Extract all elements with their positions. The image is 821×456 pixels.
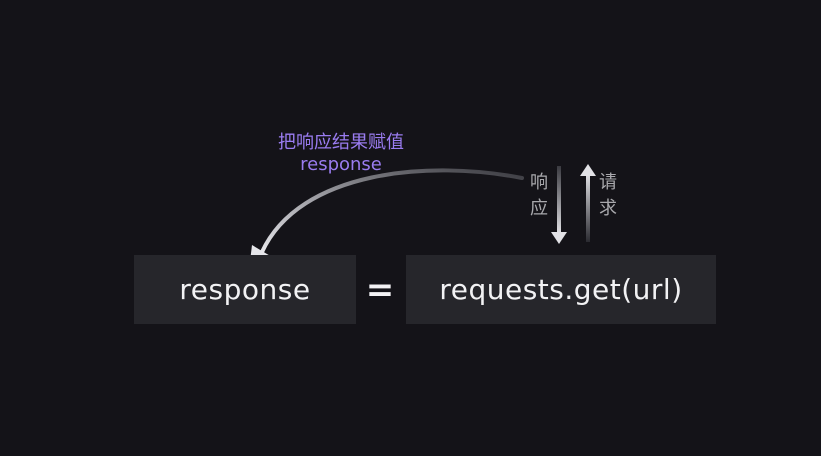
response-arrowhead-icon [551, 232, 567, 244]
assign-caption-en: response [300, 154, 382, 175]
response-label: 响 应 [528, 170, 550, 222]
request-arrow-shaft [586, 174, 590, 242]
response-label-char: 响 [530, 172, 548, 193]
equals-sign: = [365, 270, 395, 310]
response-variable-label: response [179, 273, 311, 306]
request-label-char: 请 [599, 172, 617, 193]
request-arrowhead-icon [580, 164, 596, 176]
assign-caption-cn: 把响应结果赋值 [278, 132, 404, 153]
request-label-char: 求 [599, 198, 617, 219]
request-label: 请 求 [597, 170, 619, 222]
requests-call-label: requests.get(url) [439, 273, 683, 306]
assign-curve-arrow [260, 168, 524, 254]
requests-call-box: requests.get(url) [406, 255, 716, 324]
response-label-char: 应 [530, 198, 548, 219]
response-variable-box: response [134, 255, 356, 324]
response-arrow-shaft [557, 166, 561, 234]
